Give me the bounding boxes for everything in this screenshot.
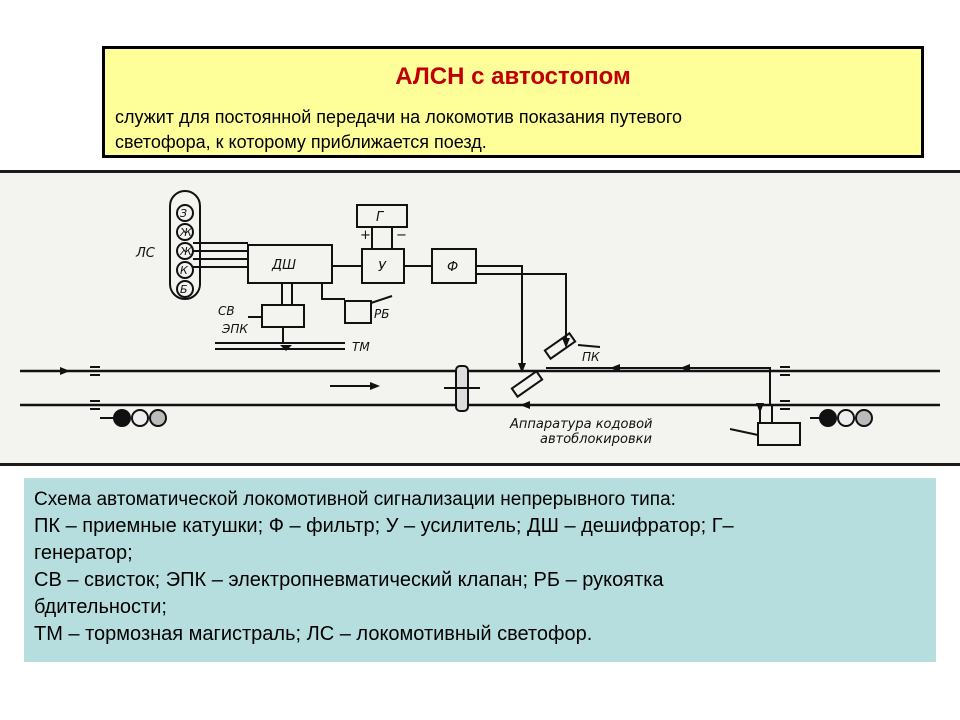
alsn-diagram: ЛС З Ж Ж К Б Г + − ДШ У Ф СВ ЭПК РБ ТМ П… [0, 170, 960, 466]
track-signal-lamp [149, 409, 167, 427]
track-signal-lamp [113, 409, 131, 427]
label-epk: ЭПК [221, 322, 248, 336]
label-minus: − [396, 228, 407, 243]
label-lamp-z: З [180, 207, 187, 220]
page-title: АЛСН с автостопом [395, 63, 631, 90]
signal-lamp [176, 204, 194, 222]
label-lamp-b: Б [180, 283, 188, 296]
legend-line-3: генератор; [34, 542, 133, 564]
label-lamp-k: К [180, 264, 189, 277]
label-plus: + [360, 228, 371, 243]
signal-lamp [176, 261, 194, 279]
legend-line-2: ПК – приемные катушки; Ф – фильтр; У – у… [34, 515, 734, 537]
legend-line-4: СВ – свисток; ЭПК – электропневматически… [34, 569, 664, 591]
description: служит для постоянной передачи на локомо… [115, 105, 901, 155]
label-g: Г [376, 210, 385, 225]
label-dsh: ДШ [271, 258, 296, 273]
label-lamp-zh2: Ж [179, 245, 193, 258]
track-apparatus-box [757, 422, 801, 446]
legend-line-1: Схема автоматической локомотивной сигнал… [34, 489, 676, 510]
diagram-svg: ЛС З Ж Ж К Б Г + − ДШ У Ф СВ ЭПК РБ ТМ П… [20, 190, 940, 447]
legend-box: Схема автоматической локомотивной сигнал… [24, 478, 936, 662]
label-apparatus-1: Аппаратура кодовой [509, 417, 653, 432]
title-box: АЛСН с автостопом служит для постоянной … [102, 46, 924, 158]
label-tm: ТМ [352, 340, 370, 354]
track-signal-lamp [131, 409, 149, 427]
sv-epk-box [261, 304, 305, 328]
pk-coil [543, 331, 577, 361]
pk-coil [510, 369, 544, 399]
g-box [356, 204, 408, 228]
description-line-2: светофора, к которому приближается поезд… [115, 132, 487, 152]
signal-lamp [176, 280, 194, 298]
label-rb: РБ [374, 307, 389, 321]
track-signal-lamp [837, 409, 855, 427]
label-ls: ЛС [135, 246, 156, 261]
label-lamp-zh1: Ж [179, 226, 193, 239]
track-signal-lamp [819, 409, 837, 427]
legend-line-5: бдительности; [34, 596, 167, 618]
label-pk: ПК [582, 350, 600, 364]
label-apparatus-2: автоблокировки [540, 432, 652, 447]
label-u: У [378, 260, 387, 275]
signal-lamp [176, 223, 194, 241]
label-sv: СВ [218, 304, 235, 318]
description-line-1: служит для постоянной передачи на локомо… [115, 107, 683, 127]
rb-box [344, 300, 372, 324]
legend-line-6: ТМ – тормозная магистраль; ЛС – локомоти… [34, 623, 593, 645]
label-f: Ф [447, 260, 458, 275]
track-signal-lamp [855, 409, 873, 427]
dsh-box [247, 244, 333, 284]
